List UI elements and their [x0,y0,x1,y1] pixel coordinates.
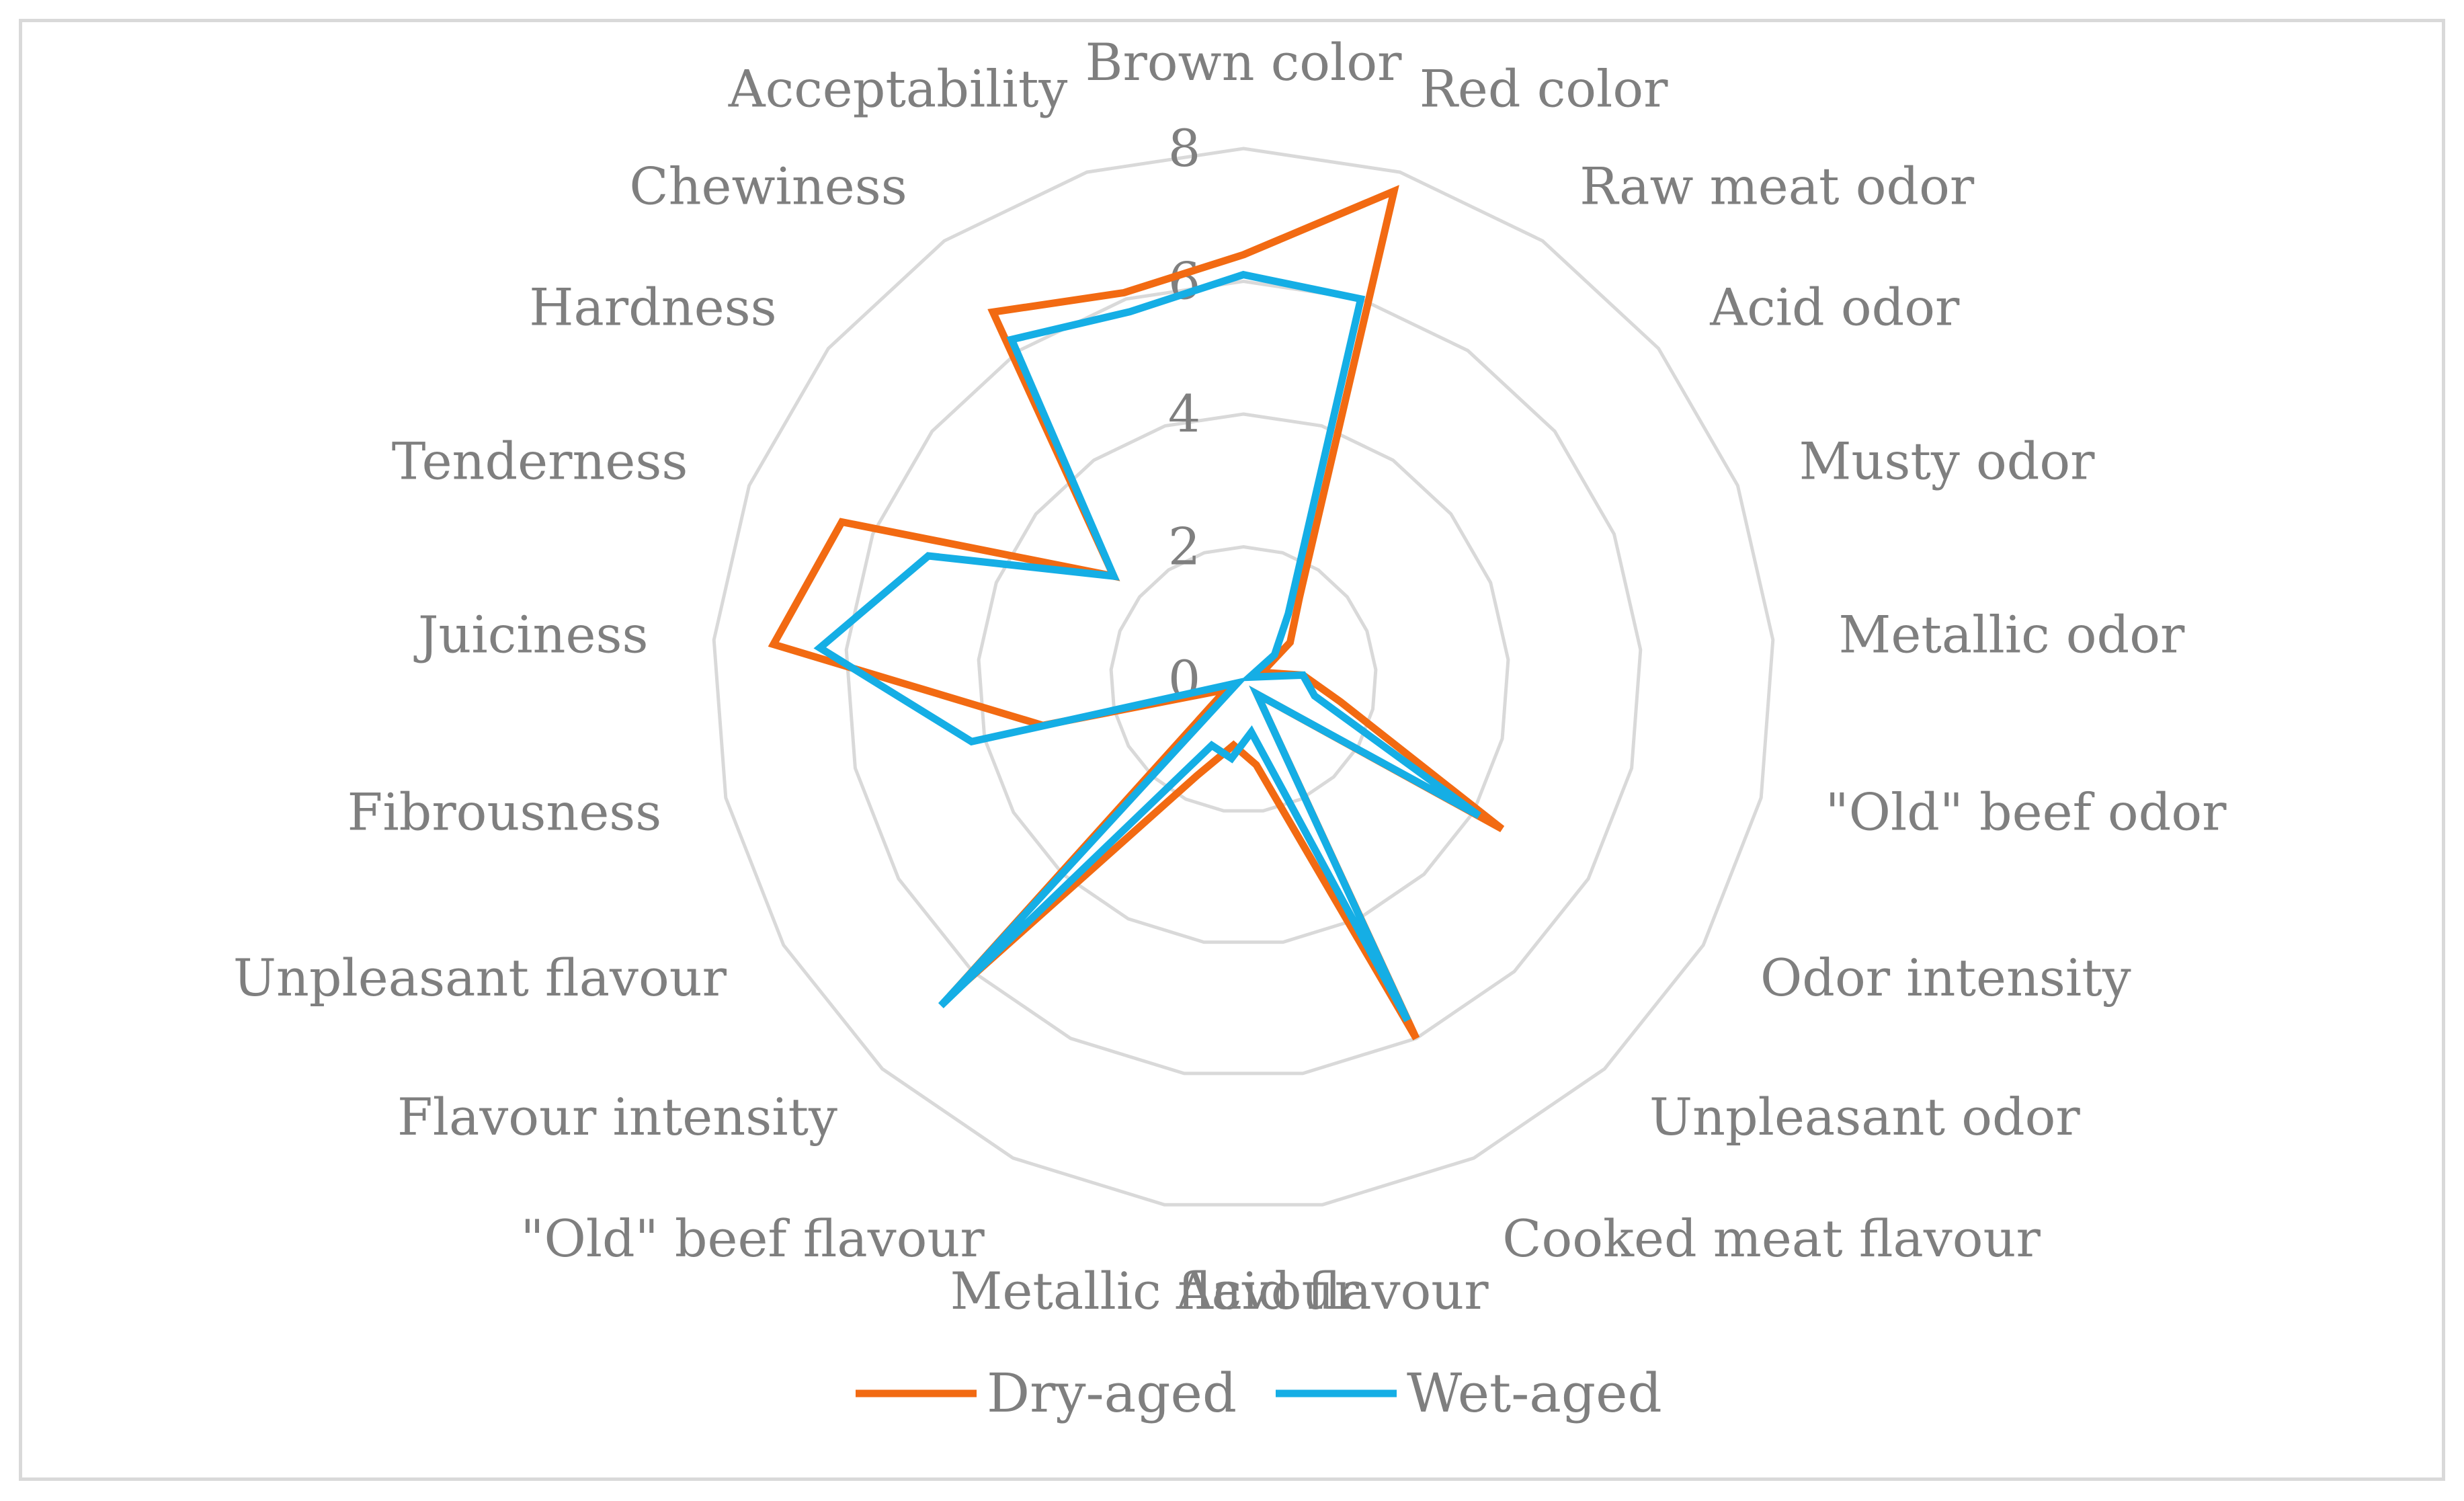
category-label: Tenderness [392,432,688,491]
legend: Dry-aged Wet-aged [856,1362,1662,1424]
grid-ring-3 [844,279,1643,1076]
category-label: Musty odor [1799,432,2096,491]
category-label: "Old" beef odor [1825,782,2227,842]
category-label: Acid flavour [1176,1261,1489,1321]
category-label: Acceptability [728,59,1068,119]
category-label: Acid odor [1709,277,1960,337]
category-label: Red color [1420,59,1668,119]
grid [712,147,1775,1207]
category-label: Flavour intensity [397,1087,837,1147]
series-line-dry-aged [768,185,1505,1041]
category-label: Unpleasant odor [1649,1087,2080,1147]
tick-label: 4 [1168,384,1200,444]
tick-label: 8 [1168,118,1200,178]
tick-label: 2 [1168,517,1200,577]
series [768,185,1505,1041]
category-label: Unpleasant flavour [233,948,727,1008]
legend-label-dry-aged: Dry-aged [987,1362,1237,1424]
category-label: Cooked meat flavour [1502,1209,2041,1268]
category-label: Brown color [1085,32,1402,92]
category-label: Metallic odor [1839,605,2185,665]
series-line-wet-aged [813,270,1481,1022]
category-label: Metallic flavour [950,1261,1360,1321]
category-label: Fibrousness [347,782,662,842]
category-label: Raw meat odor [1579,156,1975,216]
grid-ring-2 [977,412,1510,944]
grid-ring-1 [1109,544,1378,813]
category-label: Hardness [529,277,777,337]
category-label: "Old" beef flavour [520,1209,985,1268]
category-label: Juiciness [413,605,649,665]
legend-label-wet-aged: Wet-aged [1407,1362,1662,1424]
category-label: Chewiness [629,156,907,216]
category-label: Odor intensity [1760,948,2131,1008]
grid-ring-4 [712,147,1775,1207]
